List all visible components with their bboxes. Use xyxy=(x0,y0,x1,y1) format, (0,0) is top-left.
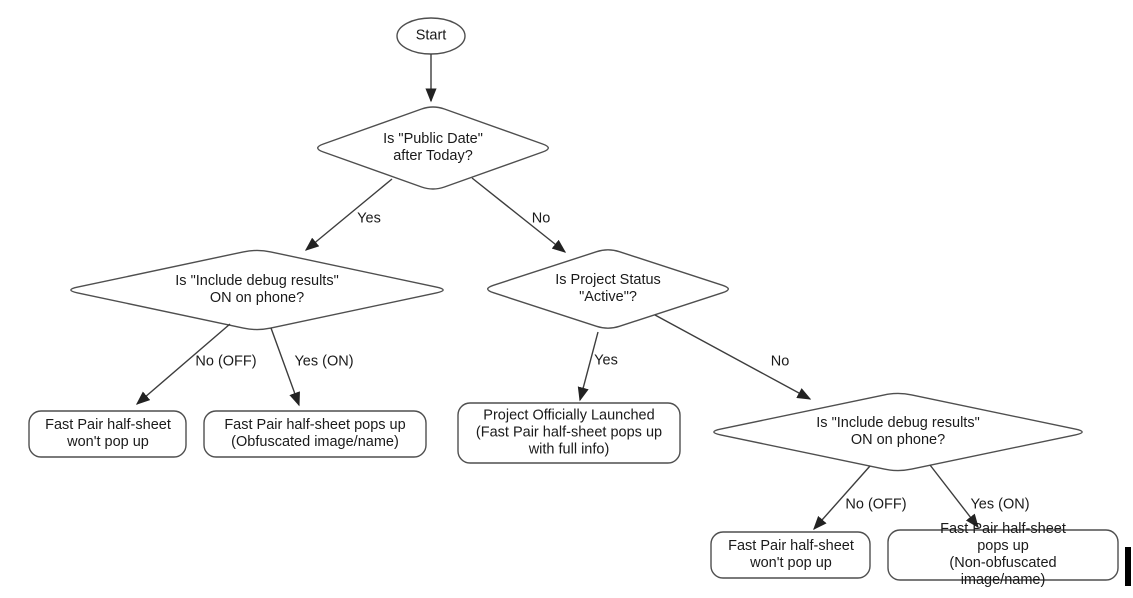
decision-debug-right xyxy=(713,392,1083,472)
result-wont-popup-right-label: Fast Pair half-sheet won't pop up xyxy=(728,538,854,571)
edge-label-project-status-no: No xyxy=(770,353,790,370)
result-launched-label: Project Officially Launched (Fast Pair h… xyxy=(475,407,663,458)
result-non-obfuscated-label: Fast Pair half-sheet pops up (Non-obfusc… xyxy=(940,521,1066,588)
text-cursor-artifact xyxy=(1125,547,1131,586)
edge-debug-left-yes xyxy=(270,327,300,407)
decision-debug-left-label: Is "Include debug results" ON on phone? xyxy=(175,273,339,306)
edge-label-debug-left-no: No (OFF) xyxy=(195,353,257,370)
decision-debug-left xyxy=(70,249,444,331)
edge-debug-right-yes xyxy=(929,464,979,529)
result-wont-popup-right xyxy=(710,531,871,579)
edge-project-status-no xyxy=(654,314,812,400)
result-wont-popup-left-label: Fast Pair half-sheet won't pop up xyxy=(45,417,171,450)
edge-public-date-no xyxy=(471,177,567,253)
decision-project-status xyxy=(487,249,730,329)
result-obfuscated xyxy=(203,410,427,458)
edge-debug-right-no xyxy=(813,465,871,531)
edge-public-date-yes xyxy=(304,178,393,251)
decision-project-status-label: Is Project Status "Active"? xyxy=(555,272,661,305)
edge-label-debug-left-yes: Yes (ON) xyxy=(294,353,354,370)
result-non-obfuscated xyxy=(887,529,1119,581)
result-launched xyxy=(457,402,681,464)
start-label: Start xyxy=(415,27,447,44)
decision-debug-right-label: Is "Include debug results" ON on phone? xyxy=(816,415,980,448)
edge-label-debug-right-yes: Yes (ON) xyxy=(970,496,1030,513)
edge-label-debug-right-no: No (OFF) xyxy=(845,496,907,513)
result-wont-popup-left xyxy=(28,410,187,458)
decision-public-date-label: Is "Public Date" after Today? xyxy=(383,131,483,164)
edge-label-public-date-yes: Yes xyxy=(357,210,381,227)
edge-debug-left-no xyxy=(135,323,231,405)
edge-project-status-yes xyxy=(577,331,599,402)
decision-public-date xyxy=(317,106,550,190)
edge-label-project-status-yes: Yes xyxy=(594,352,618,369)
result-obfuscated-label: Fast Pair half-sheet pops up (Obfuscated… xyxy=(224,417,406,450)
edge-label-public-date-no: No xyxy=(531,210,551,227)
